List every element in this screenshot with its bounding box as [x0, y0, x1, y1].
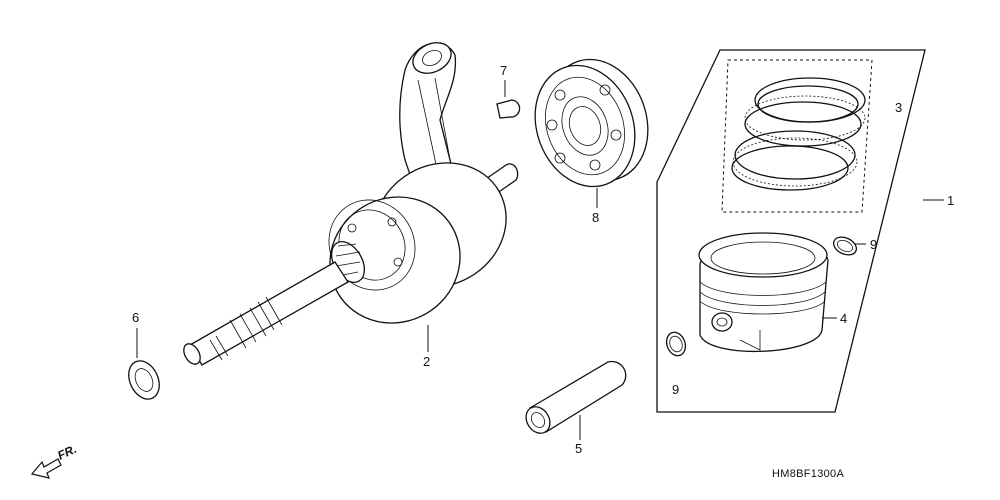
leader-lines [136, 80, 944, 440]
thrust-washer [128, 360, 160, 400]
callout-5: 5 [575, 441, 582, 456]
piston-group-outline [656, 49, 926, 413]
piston-pin-clip-lower [665, 331, 687, 357]
piston [698, 232, 829, 353]
front-label: FR. [55, 442, 78, 463]
callout-3: 3 [895, 100, 902, 115]
piston-pin-clip-upper [832, 236, 858, 256]
callout-9-upper: 9 [870, 237, 877, 252]
piston-ring-set [731, 77, 866, 191]
drawing-code: HM8BF1300A [772, 468, 844, 480]
callout-9-lower: 9 [672, 382, 679, 397]
woodruff-key [496, 99, 521, 119]
callout-1: 1 [947, 193, 954, 208]
callout-8: 8 [592, 210, 599, 225]
callout-2: 2 [423, 354, 430, 369]
front-arrow-icon [30, 458, 62, 479]
front-direction-indicator: FR. [30, 442, 79, 479]
crank-bearing [534, 58, 649, 188]
callout-6: 6 [132, 310, 139, 325]
piston-pin [525, 360, 627, 434]
crankshaft-assembly [183, 42, 519, 366]
callout-7: 7 [500, 63, 507, 78]
callout-4: 4 [840, 311, 847, 326]
